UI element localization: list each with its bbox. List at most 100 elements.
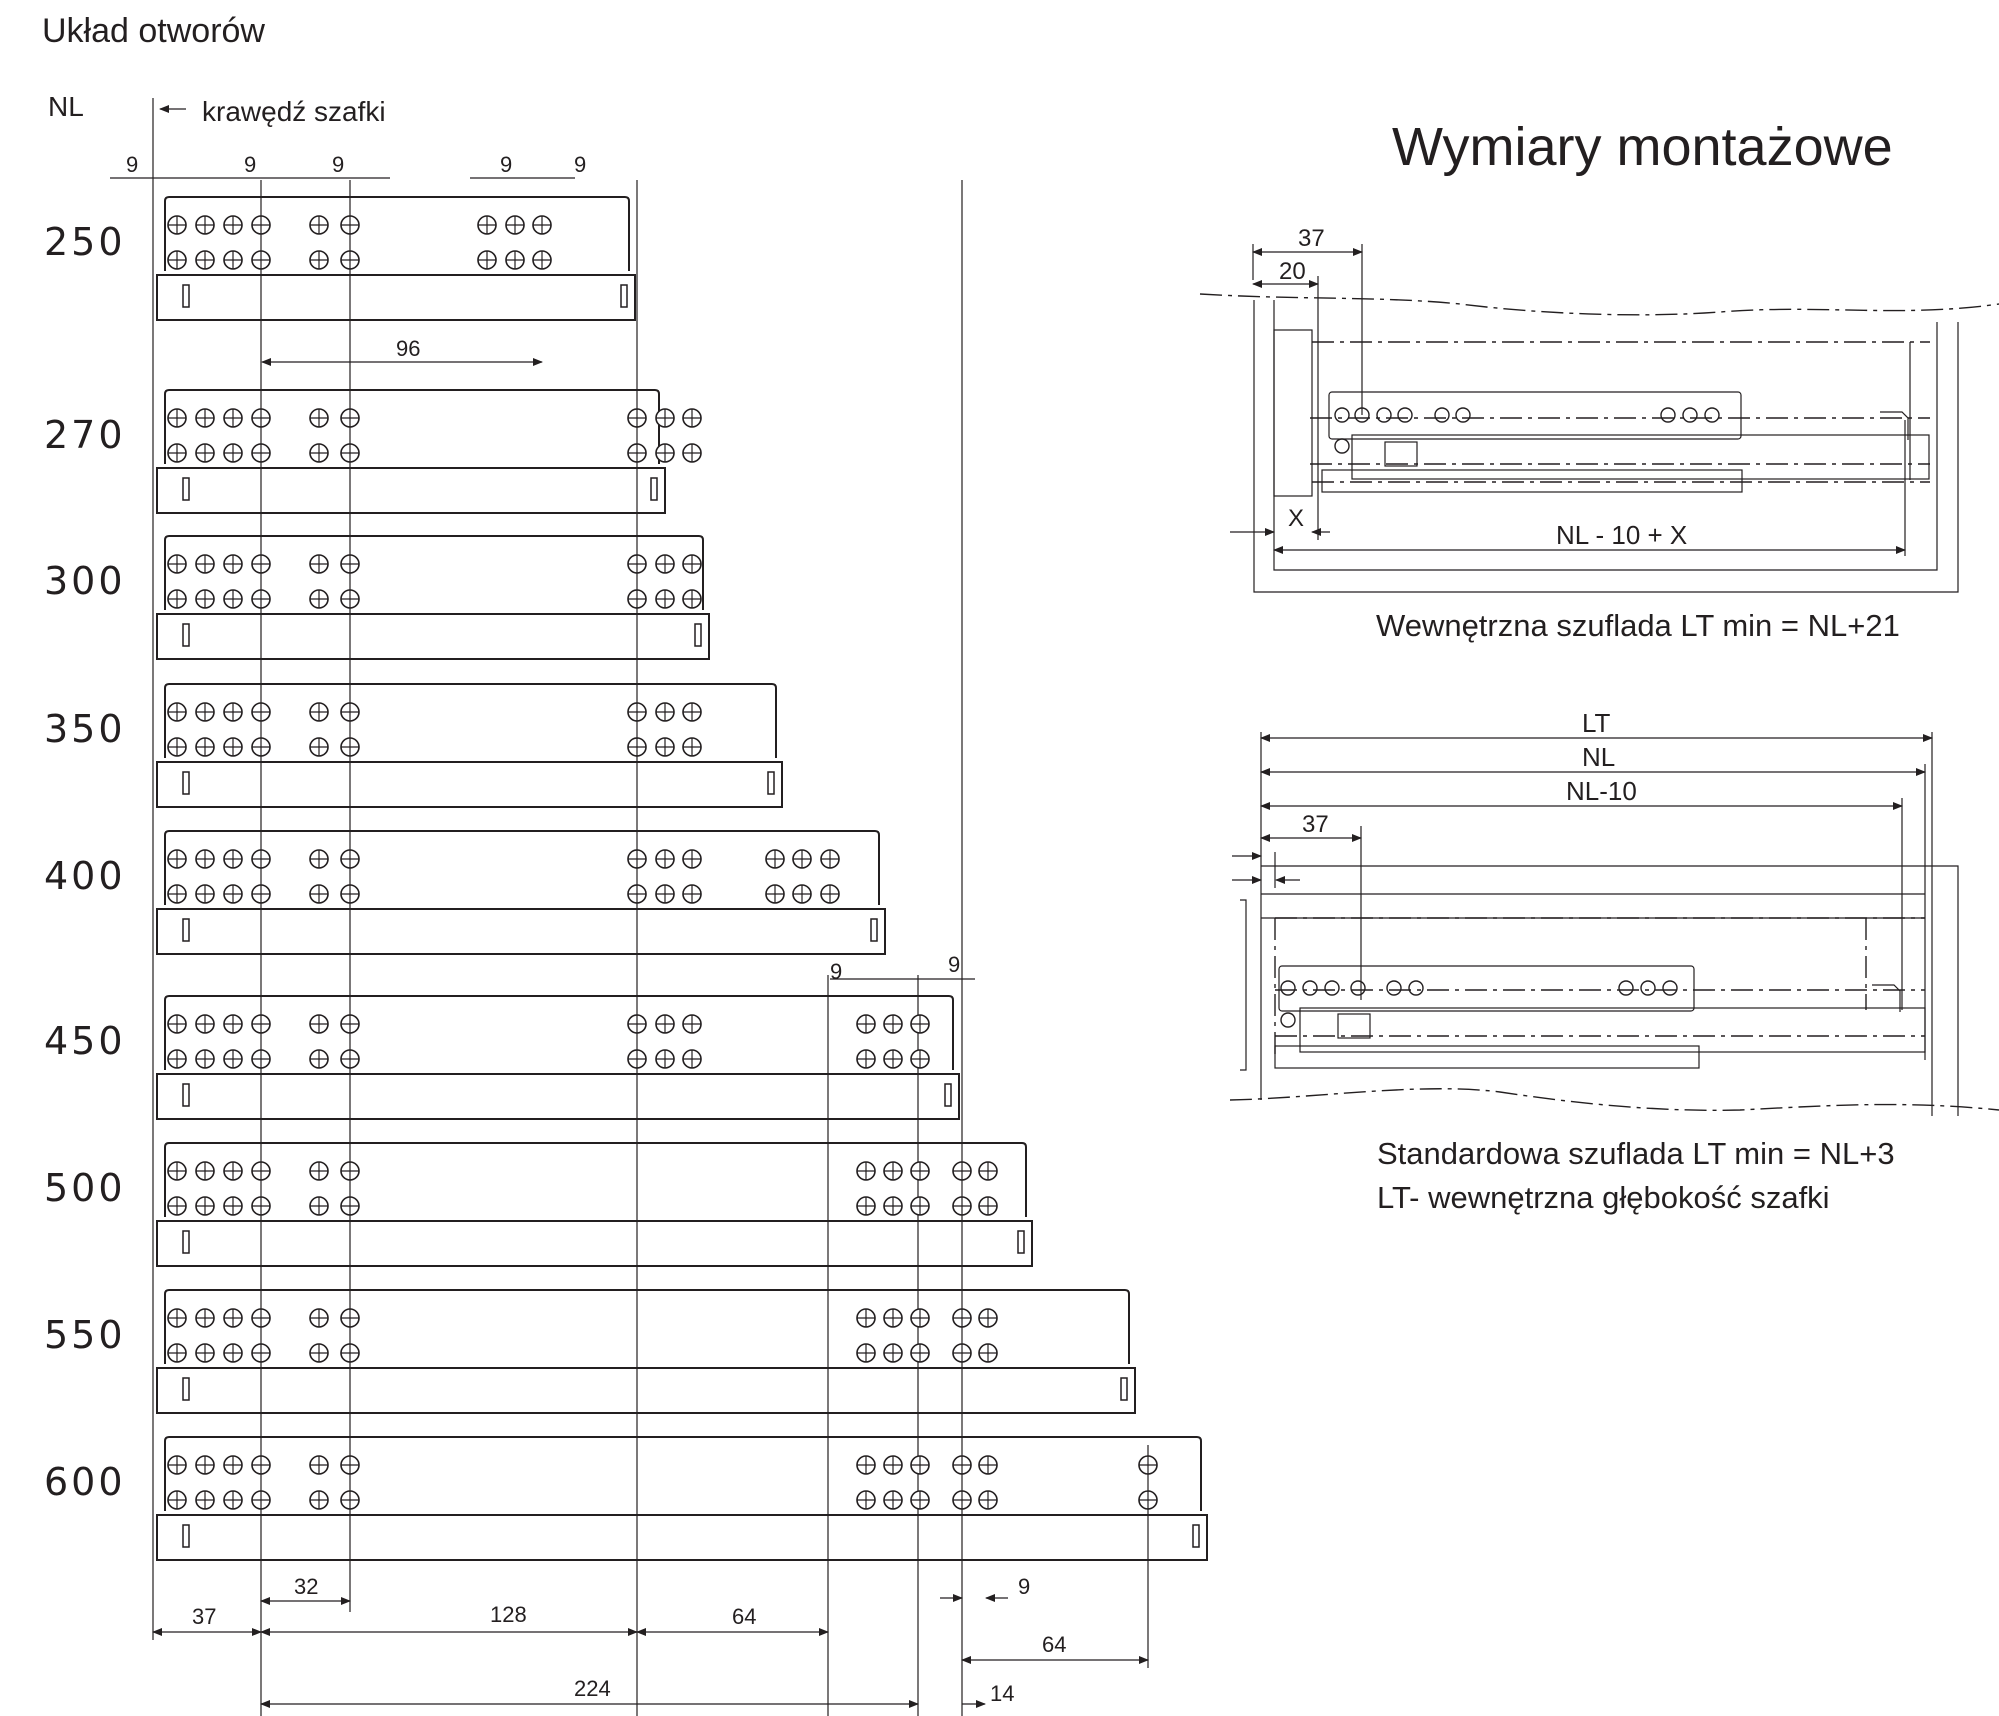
mounting-hole — [309, 554, 329, 574]
mounting-hole — [309, 215, 329, 235]
diagram-hole — [1640, 980, 1656, 996]
mounting-hole — [340, 1049, 360, 1069]
mounting-hole — [952, 1490, 972, 1510]
mounting-hole — [195, 589, 215, 609]
mounting-hole — [682, 737, 702, 757]
mounting-hole — [340, 408, 360, 428]
size-label: 450 — [44, 1019, 126, 1063]
mounting-hole — [340, 1308, 360, 1328]
mounting-hole — [167, 443, 187, 463]
mounting-hole — [682, 554, 702, 574]
mounting-hole — [978, 1455, 998, 1475]
mounting-hole — [340, 589, 360, 609]
mounting-hole — [251, 1308, 271, 1328]
diagram-hole — [1280, 1012, 1296, 1028]
mounting-hole — [223, 1014, 243, 1034]
mounting-hole — [978, 1308, 998, 1328]
mounting-hole — [251, 554, 271, 574]
mounting-hole — [856, 1308, 876, 1328]
diagram-hole — [1376, 407, 1392, 423]
mounting-hole — [167, 1490, 187, 1510]
mounting-hole — [340, 215, 360, 235]
diagram-hole — [1350, 980, 1366, 996]
mounting-hole — [627, 702, 647, 722]
mounting-hole — [251, 408, 271, 428]
mounting-hole — [340, 1196, 360, 1216]
diagram-hole — [1386, 980, 1402, 996]
top-dimensions: 9 9 9 9 9 — [110, 152, 586, 179]
mounting-hole — [251, 1196, 271, 1216]
slide-row: 350 — [44, 683, 783, 808]
mounting-hole — [1138, 1455, 1158, 1475]
dim-450-b: 9 — [948, 952, 960, 977]
top-dim-37: 37 — [1298, 225, 1325, 252]
top-dim-x: X — [1288, 505, 1304, 532]
mounting-hole — [532, 250, 552, 270]
mounting-hole — [195, 737, 215, 757]
mounting-hole — [910, 1343, 930, 1363]
mounting-hole — [655, 737, 675, 757]
mounting-hole — [223, 1049, 243, 1069]
mounting-hole — [910, 1308, 930, 1328]
mounting-hole — [682, 589, 702, 609]
mounting-hole — [195, 554, 215, 574]
mounting-hole — [655, 408, 675, 428]
mounting-hole — [309, 1455, 329, 1475]
mounting-hole — [792, 849, 812, 869]
mounting-hole — [167, 554, 187, 574]
dim-32: 32 — [294, 1574, 318, 1599]
mounting-hole — [682, 443, 702, 463]
mounting-hole — [195, 1343, 215, 1363]
mounting-hole — [195, 250, 215, 270]
dim-128: 128 — [490, 1602, 527, 1627]
mounting-hole — [627, 443, 647, 463]
mounting-hole — [223, 408, 243, 428]
mounting-hole — [195, 1014, 215, 1034]
dim-96: 96 — [396, 336, 420, 361]
mounting-hole — [340, 849, 360, 869]
left-title: Układ otworów — [42, 12, 265, 50]
mounting-hole — [655, 702, 675, 722]
mounting-hole — [820, 884, 840, 904]
mounting-hole — [505, 215, 525, 235]
mounting-hole — [883, 1490, 903, 1510]
dim-64b: 64 — [1042, 1632, 1066, 1657]
diagram-hole — [1397, 407, 1413, 423]
mounting-hole — [765, 884, 785, 904]
mounting-hole — [167, 1196, 187, 1216]
top-dim-4: 9 — [500, 152, 512, 177]
dim-14: 14 — [990, 1681, 1014, 1706]
mounting-hole — [223, 1343, 243, 1363]
mounting-hole — [223, 589, 243, 609]
mounting-hole — [655, 554, 675, 574]
mounting-hole — [883, 1196, 903, 1216]
mounting-hole — [251, 589, 271, 609]
mounting-hole — [856, 1490, 876, 1510]
diagram-hole — [1682, 407, 1698, 423]
dim-nl: NL — [1582, 742, 1615, 772]
mounting-hole — [952, 1308, 972, 1328]
diagram-hole — [1324, 980, 1340, 996]
dim-nl10: NL-10 — [1566, 776, 1637, 806]
mounting-hole — [682, 849, 702, 869]
mounting-hole — [223, 215, 243, 235]
mounting-hole — [340, 737, 360, 757]
mounting-hole — [309, 1490, 329, 1510]
diagram-hole — [1704, 407, 1720, 423]
mounting-hole — [223, 1308, 243, 1328]
diagram-hole — [1334, 438, 1350, 454]
size-label: 600 — [44, 1460, 126, 1504]
mounting-hole — [309, 849, 329, 869]
mounting-hole — [505, 250, 525, 270]
mounting-hole — [765, 849, 785, 869]
mounting-hole — [309, 1308, 329, 1328]
mounting-hole — [910, 1161, 930, 1181]
mounting-hole — [223, 1161, 243, 1181]
diagram-hole — [1280, 980, 1296, 996]
diagram-hole — [1618, 980, 1634, 996]
mounting-hole — [340, 1161, 360, 1181]
dim-37: 37 — [192, 1604, 216, 1629]
mounting-hole — [910, 1196, 930, 1216]
top-dim-5: 9 — [574, 152, 586, 177]
